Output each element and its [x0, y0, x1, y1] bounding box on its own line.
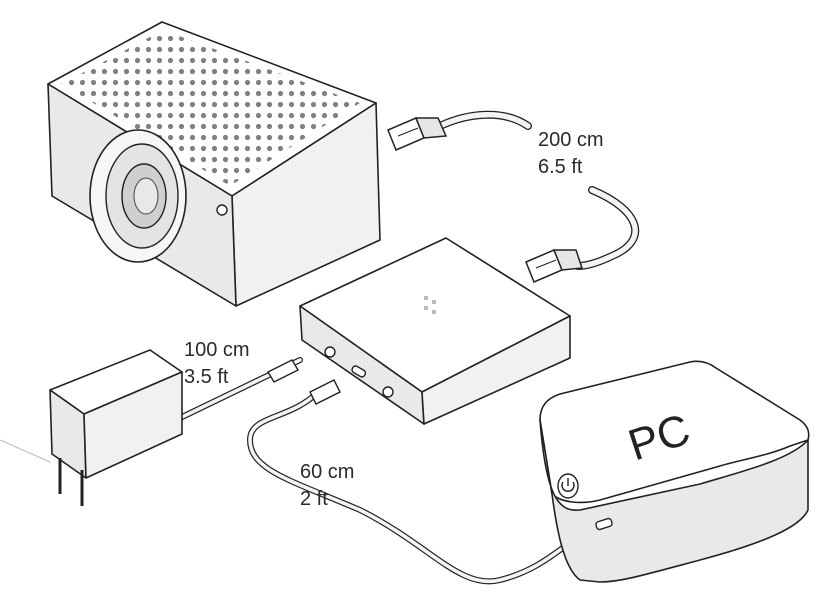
usb-ft: 2 ft: [300, 488, 328, 510]
hub-box: [299, 237, 571, 425]
ethernet-cm: 200 cm: [538, 129, 604, 151]
indicator-icon: [382, 386, 394, 398]
usb-c-port-icon: [351, 365, 367, 378]
projector-unit: [47, 21, 381, 307]
power-port-icon: [324, 346, 336, 358]
lens-icon: [89, 129, 187, 263]
power-cable: [177, 357, 303, 421]
rj45-connector-icon: [525, 249, 584, 283]
ethernet-ft: 6.5 ft: [538, 156, 583, 178]
usb-length-label: 60 cm 2 ft: [300, 461, 354, 510]
power-adapter: [0, 349, 183, 506]
usb-c-port-icon: [595, 517, 613, 531]
logo-icon: [424, 296, 436, 314]
ethernet-length-label: 200 cm 6.5 ft: [538, 129, 604, 178]
power-length-label: 100 cm 3.5 ft: [184, 339, 250, 388]
rj45-connector-icon: [387, 117, 448, 151]
ethernet-cable: [387, 110, 640, 283]
power-ft: 3.5 ft: [184, 366, 229, 388]
power-cm: 100 cm: [184, 339, 250, 361]
pc-device: PC: [539, 360, 810, 583]
status-led-icon: [216, 204, 228, 216]
usb-cm: 60 cm: [300, 461, 354, 483]
power-button-icon[interactable]: [557, 473, 579, 499]
